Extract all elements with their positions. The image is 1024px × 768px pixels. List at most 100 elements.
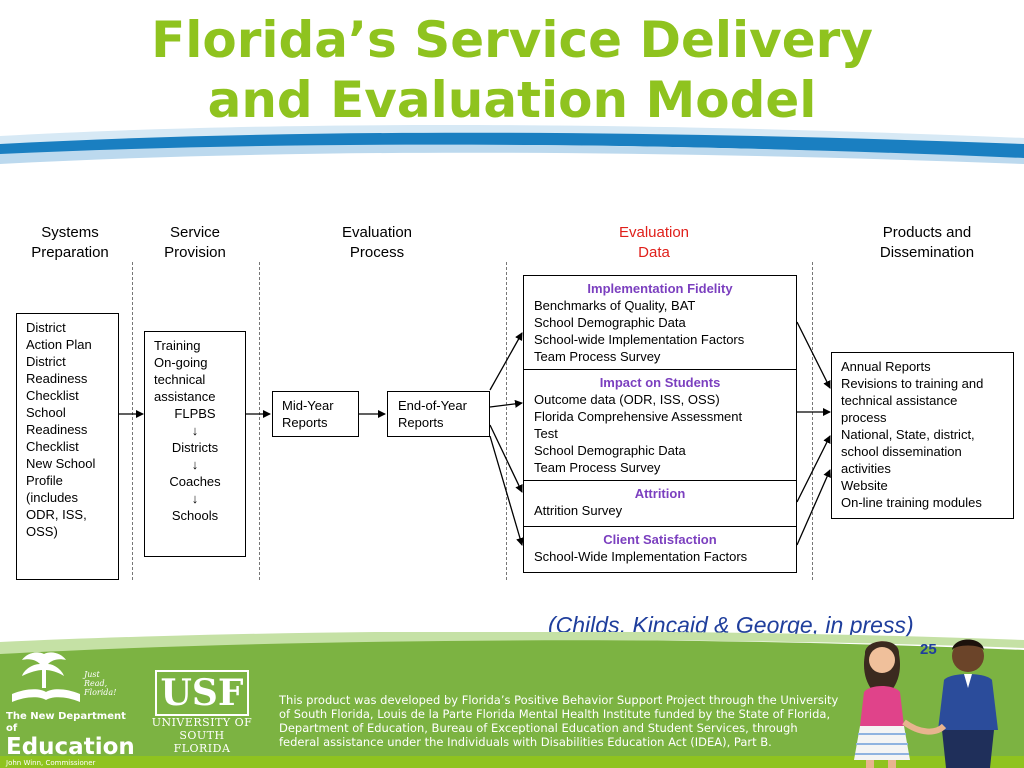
box-evaluation-data: Implementation Fidelity Benchmarks of Qu… <box>523 275 797 573</box>
box-line: Readiness <box>26 422 88 437</box>
box-line: District <box>26 320 66 335</box>
box-line: Readiness <box>26 371 88 386</box>
heading-evaluation-data: Evaluation Data <box>594 223 714 263</box>
box-line: Annual Reports <box>841 359 931 374</box>
box-line: ODR, ISS, <box>26 507 87 522</box>
doe-tagline-line: Florida! <box>84 688 117 697</box>
box-line: process <box>841 410 887 425</box>
hierarchy-level: FLPBS <box>174 406 216 421</box>
box-line: assistance <box>154 389 216 404</box>
section-impact-on-students: Impact on Students Outcome data (ODR, IS… <box>524 370 796 481</box>
section-item: School-Wide Implementation Factors <box>534 549 748 564</box>
box-mid-year-reports: Mid-Year Reports <box>272 391 359 437</box>
heading-evaluation-process-line-1: Evaluation <box>341 224 413 241</box>
box-line: OSS) <box>26 524 58 539</box>
box-line: Website <box>841 478 888 493</box>
box-line: End-of-Year <box>398 398 467 413</box>
arrow-attrition-to-products <box>796 435 831 503</box>
heading-evaluation-data-line-1: Evaluation <box>618 224 690 241</box>
slide-title-line-1: Florida’s Service Delivery <box>151 11 873 69</box>
hierarchy-level: Schools <box>171 508 219 523</box>
column-divider <box>259 262 260 580</box>
box-line: Training <box>154 338 201 353</box>
doe-name-big: Education <box>6 734 135 760</box>
section-item: Team Process Survey <box>534 349 661 364</box>
box-line: technical <box>154 372 206 387</box>
box-line: Reports <box>282 415 328 430</box>
section-item: School Demographic Data <box>534 443 686 458</box>
section-heading: Attrition <box>634 486 686 501</box>
heading-products-dissemination-line-2: Dissemination <box>879 244 975 261</box>
hierarchy-level: Coaches <box>169 474 221 489</box>
usf-line-1: UNIVERSITY OF <box>151 716 253 729</box>
section-implementation-fidelity: Implementation Fidelity Benchmarks of Qu… <box>524 276 796 370</box>
slide-title: Florida’s Service Delivery and Evaluatio… <box>0 10 1024 130</box>
column-divider <box>132 262 133 580</box>
heading-service-provision-line-2: Provision <box>164 244 226 261</box>
heading-products-dissemination-line-1: Products and <box>882 224 972 241</box>
box-line: On-going <box>154 355 208 370</box>
box-line: Action Plan <box>26 337 92 352</box>
palm-tree-book-icon <box>12 652 80 702</box>
arrow-fidelity-to-products <box>796 321 831 389</box>
box-end-of-year-reports: End-of-Year Reports <box>387 391 490 437</box>
box-products-dissemination: Annual Reports Revisions to training and… <box>831 352 1014 519</box>
doe-commissioner: John Winn, Commissioner <box>6 759 96 767</box>
section-item: Outcome data (ODR, ISS, OSS) <box>534 392 720 407</box>
heading-systems-preparation-line-2: Preparation <box>31 244 109 261</box>
heading-evaluation-process-line-2: Process <box>349 244 405 261</box>
box-systems-preparation: District Action Plan District Readiness … <box>16 313 119 580</box>
section-heading: Implementation Fidelity <box>587 281 733 296</box>
funding-statement: This product was developed by Florida’s … <box>279 693 839 749</box>
down-arrow-icon: ↓ <box>191 423 199 438</box>
box-line: activities <box>841 461 891 476</box>
section-heading: Client Satisfaction <box>603 532 717 547</box>
box-service-provision: Training On-going technical assistance F… <box>144 331 246 557</box>
heading-systems-preparation: Systems Preparation <box>15 223 125 263</box>
section-item: School Demographic Data <box>534 315 686 330</box>
box-line: Revisions to training and <box>841 376 984 391</box>
arrow-satisfaction-to-products <box>796 469 831 546</box>
heading-evaluation-process: Evaluation Process <box>317 223 437 263</box>
box-line: Checklist <box>26 388 79 403</box>
doe-name-small: The New Department of <box>6 711 126 734</box>
section-item: Benchmarks of Quality, BAT <box>534 298 696 313</box>
box-line: Reports <box>398 415 444 430</box>
heading-systems-preparation-line-1: Systems <box>41 224 99 241</box>
box-line: school dissemination <box>841 444 962 459</box>
heading-evaluation-data-line-2: Data <box>638 244 670 261</box>
section-item: Team Process Survey <box>534 460 661 475</box>
section-item: Attrition Survey <box>534 503 623 518</box>
doe-tagline-line: Read, <box>84 679 108 688</box>
heading-products-dissemination: Products and Dissemination <box>857 223 997 263</box>
doe-tagline: Just Read, Florida! <box>84 670 116 697</box>
box-line: District <box>26 354 66 369</box>
footer-band <box>0 632 1024 768</box>
box-line: On-line training modules <box>841 495 982 510</box>
down-arrow-icon: ↓ <box>191 491 199 506</box>
box-line: New School <box>26 456 96 471</box>
doe-logo: Just Read, Florida! The New Department o… <box>6 648 136 768</box>
hierarchy-level: Districts <box>171 440 219 455</box>
section-item: Florida Comprehensive Assessment <box>534 409 743 424</box>
children-photo <box>854 639 998 768</box>
box-line: National, State, district, <box>841 427 975 442</box>
heading-service-provision: Service Provision <box>145 223 245 263</box>
page-number: 25 <box>920 641 937 658</box>
box-line: Checklist <box>26 439 79 454</box>
title-swoosh-decoration <box>0 125 1024 164</box>
box-line: technical assistance <box>841 393 958 408</box>
column-divider <box>812 262 813 580</box>
usf-logo: USF UNIVERSITY OF SOUTH FLORIDA <box>150 670 254 755</box>
section-client-satisfaction: Client Satisfaction School-Wide Implemen… <box>524 527 796 572</box>
box-line: Profile <box>26 473 63 488</box>
down-arrow-icon: ↓ <box>191 457 199 472</box>
box-line: (includes <box>26 490 79 505</box>
heading-service-provision-line-1: Service <box>169 224 221 241</box>
box-line: School <box>26 405 66 420</box>
section-attrition: Attrition Attrition Survey <box>524 481 796 527</box>
doe-tagline-line: Just <box>84 670 100 679</box>
section-heading: Impact on Students <box>599 375 721 390</box>
section-item: Test <box>534 426 558 441</box>
slide-title-line-2: and Evaluation Model <box>207 71 817 129</box>
